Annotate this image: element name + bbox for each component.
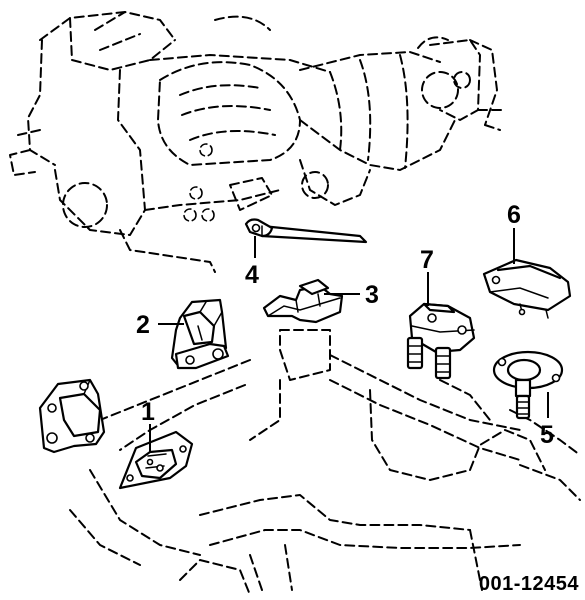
part-1-mount-plate [118, 430, 194, 490]
part-6-transmission-mount [482, 258, 572, 319]
transmission-outline [299, 36, 506, 206]
part-7-transmission-mount [406, 302, 476, 380]
part-4-rod-bracket [244, 218, 368, 244]
callout-7: 7 [420, 246, 434, 274]
figure-id: 001-12454 [478, 573, 579, 595]
leader-lines [149, 228, 549, 452]
callout-3: 3 [365, 281, 379, 309]
part-2-engine-mount [170, 298, 230, 370]
engine-mount-bracket [38, 378, 106, 454]
callout-6: 6 [507, 201, 521, 229]
callout-5: 5 [540, 421, 554, 449]
callout-4: 4 [245, 261, 259, 289]
part-3-mount-cushion [262, 278, 344, 324]
frame-outline [69, 329, 581, 596]
callout-1: 1 [141, 398, 155, 426]
part-5-round-mount [492, 350, 564, 420]
callout-2: 2 [136, 311, 150, 339]
